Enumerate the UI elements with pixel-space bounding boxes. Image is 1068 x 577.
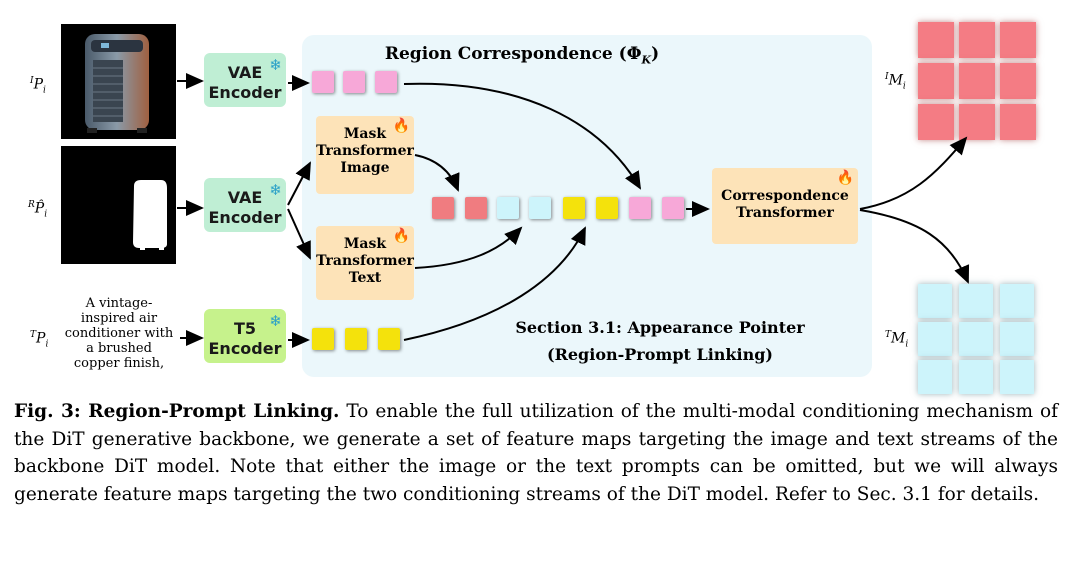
snowflake-icon: ❄ [269, 56, 282, 74]
input-mask-image [61, 146, 176, 264]
snowflake-icon: ❄ [269, 312, 282, 330]
air-conditioner-image [85, 34, 149, 133]
prompt-line: copper finish, [73, 356, 165, 371]
section-line: Section 3.1: Appearance Pointer [515, 318, 805, 337]
encoder-word: Encoder [208, 208, 282, 227]
feature-map-cell [1000, 360, 1034, 394]
image-token [343, 71, 365, 93]
encoder-word: Encoder [208, 83, 282, 102]
text-prompt: A vintage- inspired air conditioner with… [60, 296, 178, 371]
block-line: Transformer [316, 143, 414, 159]
feature-map-cell [918, 104, 954, 140]
caption-label: Fig. 3: Region-Prompt Linking. [14, 401, 340, 422]
section-title: Section 3.1: Appearance Pointer (Region-… [480, 318, 840, 364]
block-line: Text [348, 270, 382, 286]
sequence-token [465, 197, 487, 219]
sequence-token [596, 197, 618, 219]
sequence-token [662, 197, 684, 219]
feature-map-cell [1000, 22, 1036, 58]
feature-map-cell [918, 284, 952, 318]
block-line: Correspondence [721, 188, 849, 204]
block-line: Transformer [736, 205, 834, 221]
correspondence-transformer: 🔥 Correspondence Transformer [712, 168, 858, 244]
text-token [312, 328, 334, 350]
block-line: Transformer [316, 253, 414, 269]
image-feature-label: IMi [885, 72, 906, 92]
section-line: (Region-Prompt Linking) [547, 345, 773, 364]
feature-map-cell [959, 322, 993, 356]
text-feature-maps [918, 284, 1038, 398]
encoder-name: VAE [227, 63, 263, 82]
block-line: Mask [343, 126, 387, 142]
image-token [375, 71, 397, 93]
mask-silhouette [133, 180, 167, 250]
fire-icon: 🔥 [836, 170, 854, 186]
snowflake-icon: ❄ [269, 181, 282, 199]
prompt-line: conditioner with [64, 326, 174, 341]
caption-text: To enable the full utilization of the mu… [14, 401, 1058, 505]
feature-map-cell [918, 22, 954, 58]
feature-map-cell [918, 63, 954, 99]
input-image-photo [61, 24, 176, 139]
region-prompt-label: RP̂i [28, 200, 48, 220]
fire-icon: 🔥 [392, 118, 410, 134]
sequence-token [529, 197, 551, 219]
mask-transformer-text: 🔥 Mask Transformer Text [316, 226, 414, 300]
feature-map-cell [1000, 104, 1036, 140]
feature-map-cell [959, 360, 993, 394]
prompt-line: inspired air [80, 311, 158, 326]
flow-arrows [177, 73, 970, 348]
sequence-token [629, 197, 651, 219]
text-token [378, 328, 400, 350]
mask-transformer-image: 🔥 Mask Transformer Image [316, 116, 414, 194]
image-feature-maps [918, 22, 1038, 142]
fire-icon: 🔥 [392, 228, 410, 244]
encoder-word: Encoder [208, 339, 282, 358]
feature-map-cell [959, 22, 995, 58]
image-token [312, 71, 334, 93]
figure-caption: Fig. 3: Region-Prompt Linking. To enable… [14, 398, 1058, 508]
feature-map-cell [1000, 284, 1034, 318]
feature-map-cell [1000, 322, 1034, 356]
sequence-token [497, 197, 519, 219]
region-title: Region Correspondence (ΦK) [384, 44, 660, 67]
sequence-token [563, 197, 585, 219]
text-feature-label: TMi [885, 330, 909, 350]
feature-map-cell [918, 360, 952, 394]
t5-encoder: ❄ T5 Encoder [204, 309, 286, 363]
vae-encoder-image: ❄ VAE Encoder [204, 53, 286, 107]
text-token [345, 328, 367, 350]
prompt-line: A vintage- [85, 296, 153, 311]
block-line: Image [340, 160, 390, 176]
prompt-line: a brushed [86, 341, 152, 356]
sequence-token [432, 197, 454, 219]
encoder-name: VAE [227, 188, 263, 207]
image-prompt-label: IPi [30, 76, 46, 96]
text-prompt-label: TPi [30, 330, 49, 350]
encoder-name: T5 [233, 319, 257, 338]
feature-map-cell [1000, 63, 1036, 99]
feature-map-cell [918, 322, 952, 356]
feature-map-cell [959, 284, 993, 318]
feature-map-cell [959, 63, 995, 99]
feature-map-cell [959, 104, 995, 140]
vae-encoder-mask: ❄ VAE Encoder [204, 178, 286, 232]
block-line: Mask [343, 236, 387, 252]
